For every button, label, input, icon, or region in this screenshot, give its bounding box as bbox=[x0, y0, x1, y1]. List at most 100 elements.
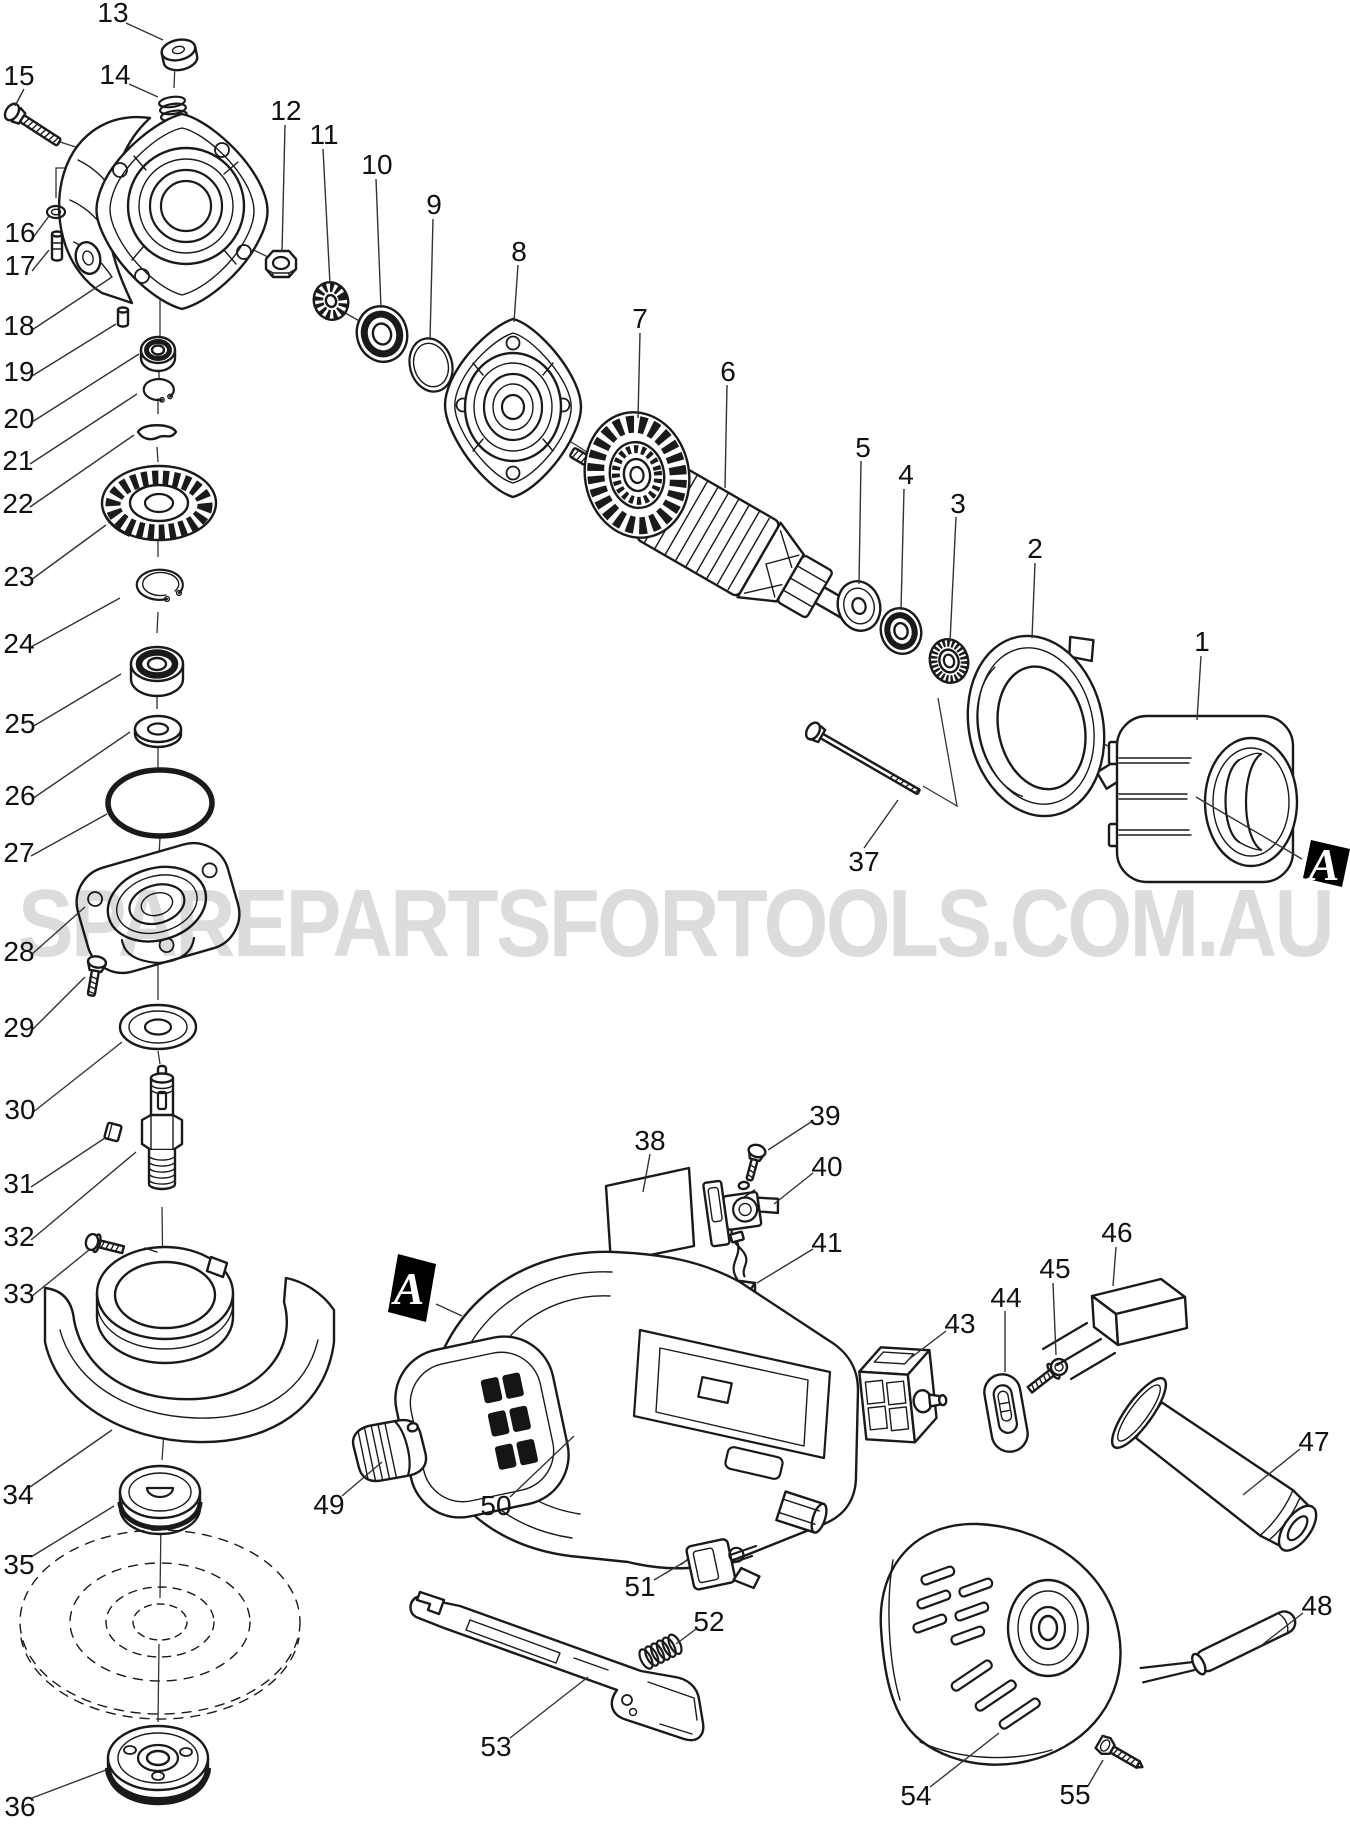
part-label-47-side-grip: 47 bbox=[1298, 1426, 1329, 1457]
leader-line-1 bbox=[1196, 655, 1202, 721]
part-label-5-flanged-washer: 5 bbox=[855, 432, 871, 463]
part-label-23-spiral-bevel-gear: 23 bbox=[3, 561, 34, 592]
exploded-view-artwork bbox=[3, 38, 1318, 1806]
screw-55-part bbox=[1094, 1734, 1144, 1769]
circlip-21-part bbox=[142, 377, 175, 403]
part-label-17-pin: 17 bbox=[4, 250, 35, 281]
gear-housing-part bbox=[57, 112, 269, 311]
leader-line-24 bbox=[30, 597, 121, 648]
lock-nut-12-part bbox=[264, 249, 298, 279]
pin-17-part bbox=[50, 230, 64, 262]
flanged-washer-part bbox=[836, 580, 882, 632]
part-label-36-lock-nut: 36 bbox=[4, 1791, 35, 1822]
part-label-48-cord-guard: 48 bbox=[1301, 1590, 1332, 1621]
dowel-pin-part bbox=[116, 306, 130, 328]
pinion-part bbox=[312, 281, 350, 321]
detail-marker-label-1: A bbox=[1306, 839, 1340, 890]
motor-housing-part bbox=[394, 1250, 860, 1570]
part-label-44-clamp-plate: 44 bbox=[990, 1282, 1021, 1313]
detail-markers-layer: AA bbox=[388, 796, 1350, 1322]
sleeve-part bbox=[928, 638, 970, 684]
part-label-14-compression-spring: 14 bbox=[99, 59, 130, 90]
part-label-11-pinion-gear: 11 bbox=[309, 119, 338, 150]
leader-line-47 bbox=[1242, 1448, 1301, 1496]
leader-line-11 bbox=[322, 148, 331, 285]
leader-line-27 bbox=[30, 813, 108, 857]
wave-washer-part bbox=[136, 424, 178, 441]
spring-52-part bbox=[638, 1633, 683, 1670]
part-label-53-switch-slide-bar: 53 bbox=[480, 1731, 511, 1762]
part-label-19-dowel-pin: 19 bbox=[3, 356, 34, 387]
leader-line-31 bbox=[30, 1137, 106, 1188]
bearing-box-part bbox=[443, 317, 583, 499]
inner-flange-part bbox=[117, 1464, 203, 1536]
leader-line-50 bbox=[509, 1435, 575, 1498]
fan-part bbox=[583, 411, 691, 539]
part-label-43-switch: 43 bbox=[944, 1308, 975, 1339]
part-label-7-fan: 7 bbox=[632, 303, 648, 334]
retainer-neck bbox=[120, 936, 196, 965]
leader-line-28 bbox=[30, 906, 86, 956]
part-label-16-o-ring: 16 bbox=[4, 217, 35, 248]
part-label-50-motor-housing: 50 bbox=[480, 1490, 511, 1521]
side-grip-part bbox=[1110, 1376, 1318, 1552]
part-label-55-screw: 55 bbox=[1059, 1779, 1090, 1810]
name-plate-part bbox=[604, 1166, 696, 1265]
noise-suppressor-part bbox=[1041, 1277, 1189, 1381]
leader-line-15 bbox=[14, 88, 25, 107]
leader-line-33 bbox=[30, 1249, 90, 1298]
leader-line-17 bbox=[31, 249, 50, 272]
leader-line-48 bbox=[1257, 1612, 1304, 1649]
part-label-35-inner-flange: 35 bbox=[3, 1549, 34, 1580]
leader-line-3 bbox=[949, 516, 957, 643]
ball-bearing-10-part bbox=[355, 305, 409, 363]
leader-line-36 bbox=[31, 1769, 107, 1799]
wheel-cover-part bbox=[43, 1245, 336, 1444]
leader-line-35 bbox=[30, 1505, 115, 1558]
part-label-30-dust-washer: 30 bbox=[4, 1094, 35, 1125]
part-label-28-bearing-retainer: 28 bbox=[3, 936, 34, 967]
leader-line-55 bbox=[1087, 1759, 1104, 1787]
screw-45-part bbox=[1026, 1357, 1069, 1394]
leader-line-12 bbox=[281, 124, 286, 253]
screw-29-part bbox=[86, 955, 108, 997]
part-label-21-retaining-ring: 21 bbox=[2, 445, 33, 476]
part-label-3-sleeve: 3 bbox=[950, 488, 966, 519]
part-label-2-baffle-plate: 2 bbox=[1027, 533, 1043, 564]
part-label-37-pan-head-screw: 37 bbox=[848, 846, 879, 877]
leader-line-7 bbox=[637, 332, 641, 419]
leader-line-46 bbox=[1112, 1246, 1117, 1287]
part-label-34-wheel-cover: 34 bbox=[2, 1479, 33, 1510]
part-label-10-ball-bearing: 10 bbox=[361, 149, 392, 180]
leader-line-5 bbox=[858, 460, 862, 585]
leader-line-29 bbox=[30, 976, 86, 1032]
leader-line-10 bbox=[375, 178, 382, 309]
part-label-9-o-ring: 9 bbox=[426, 189, 442, 220]
tapping-screw-part bbox=[3, 102, 62, 147]
part-label-6-armature: 6 bbox=[720, 356, 736, 387]
rear-cover-part bbox=[879, 1522, 1122, 1766]
leader-line-41 bbox=[756, 1248, 814, 1284]
circlip-24-part bbox=[135, 568, 184, 603]
leader-line-9 bbox=[429, 218, 434, 341]
part-label-32-spindle: 32 bbox=[3, 1221, 34, 1252]
grinding-wheel-dashed bbox=[19, 1529, 301, 1720]
part-label-1-field-stator: 1 bbox=[1194, 626, 1210, 657]
cord-guard-part bbox=[1139, 1610, 1297, 1684]
part-label-15-tapping-screw: 15 bbox=[3, 60, 34, 91]
leader-line-30 bbox=[31, 1041, 123, 1114]
slide-knob-part bbox=[351, 1418, 428, 1483]
leader-line-51 bbox=[653, 1560, 687, 1581]
part-label-4-ball-bearing: 4 bbox=[898, 459, 914, 490]
leader-line-18 bbox=[31, 276, 113, 331]
leader-line-4 bbox=[900, 488, 905, 611]
key-part bbox=[103, 1121, 123, 1143]
ball-bearing-4-part bbox=[879, 607, 923, 655]
part-label-33-screw: 33 bbox=[3, 1278, 34, 1309]
o-ring-9-part bbox=[408, 337, 454, 393]
leader-line-32 bbox=[30, 1151, 137, 1241]
part-label-39-screw: 39 bbox=[809, 1100, 840, 1131]
leader-line-19 bbox=[31, 323, 117, 377]
